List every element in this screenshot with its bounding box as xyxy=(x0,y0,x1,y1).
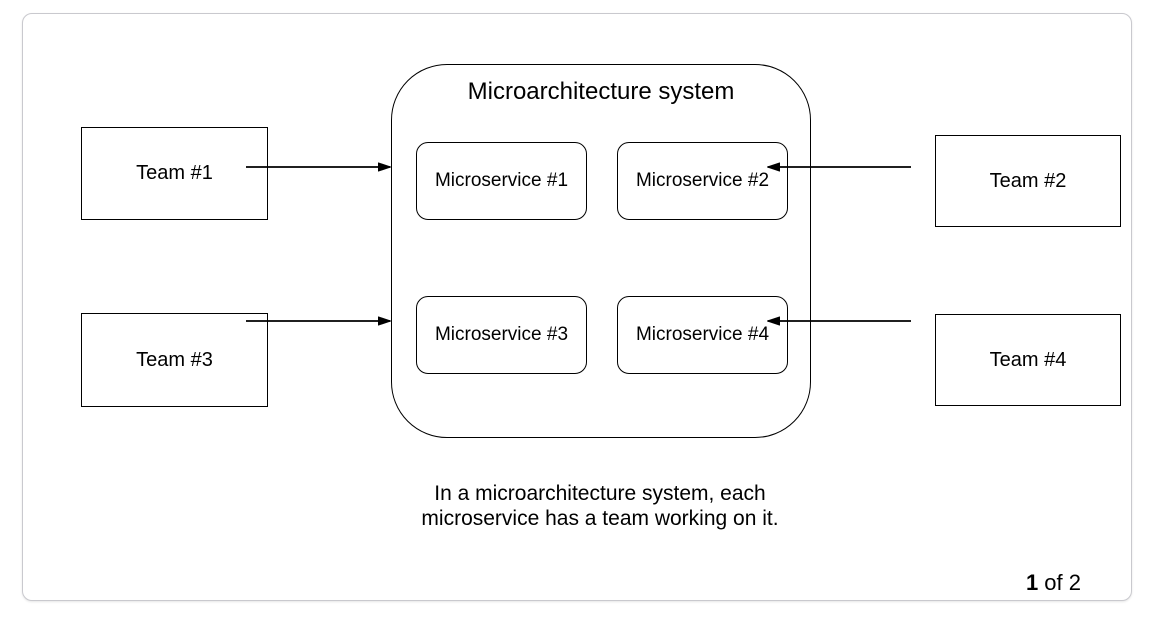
microservice-2-box: Microservice #2 xyxy=(617,142,788,220)
team-3-label: Team #3 xyxy=(136,348,213,371)
caption: In a microarchitecture system, each micr… xyxy=(350,481,850,531)
page-indicator: 1 of 2 xyxy=(1026,570,1081,596)
team-4-box: Team #4 xyxy=(935,314,1121,406)
team-1-label: Team #1 xyxy=(136,162,213,184)
microservice-4-box: Microservice #4 xyxy=(617,296,788,374)
microservice-3-label: Microservice #3 xyxy=(434,324,569,345)
microservice-1-box: Microservice #1 xyxy=(416,142,587,220)
team-3-box: Team #3 xyxy=(81,313,268,407)
slide-card: Microarchitecture system Microservice #1… xyxy=(22,13,1132,601)
microservice-2-label: Microservice #2 xyxy=(635,170,770,191)
team-2-label: Team #2 xyxy=(989,169,1067,192)
microservice-1-label: Microservice #1 xyxy=(434,170,569,191)
microservice-4-label: Microservice #4 xyxy=(635,324,770,345)
team-4-label: Team #4 xyxy=(989,348,1067,371)
microservice-3-box: Microservice #3 xyxy=(416,296,587,374)
caption-line-1: In a microarchitecture system, each xyxy=(434,482,766,505)
team-2-box: Team #2 xyxy=(935,135,1121,227)
team-1-box: Team #1 xyxy=(81,127,268,220)
caption-line-2: microservice has a team working on it. xyxy=(421,507,779,530)
page-current: 1 xyxy=(1025,570,1039,595)
page-total-suffix: of 2 xyxy=(1038,570,1081,595)
system-container-box xyxy=(391,64,811,438)
system-title: Microarchitecture system xyxy=(467,78,735,105)
